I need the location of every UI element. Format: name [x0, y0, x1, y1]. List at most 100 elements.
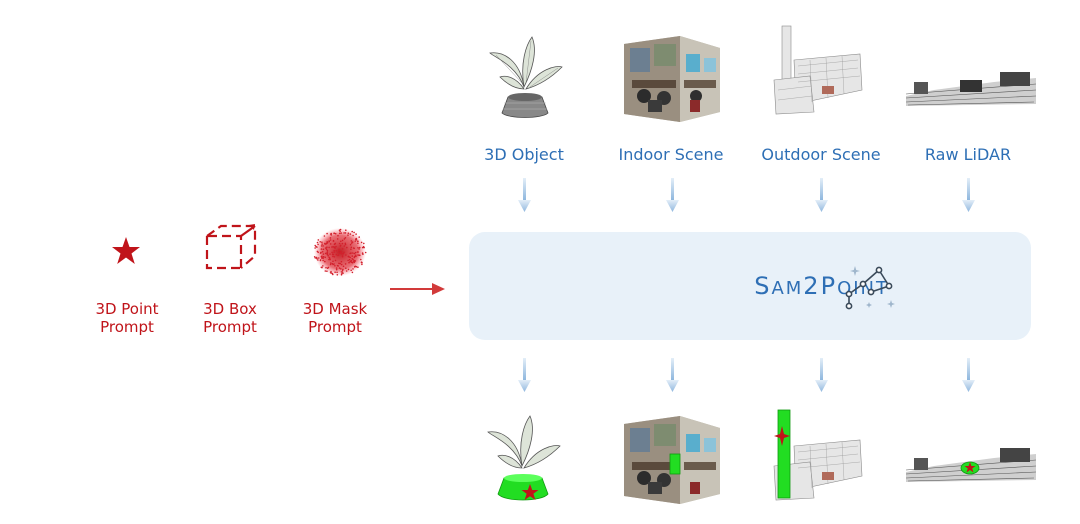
mask-point	[338, 262, 340, 265]
mask-point	[320, 248, 323, 250]
mask-point	[350, 248, 352, 250]
mask-point	[330, 262, 332, 264]
mask-point	[334, 247, 336, 249]
mask-point	[326, 267, 329, 269]
mask-point	[357, 266, 359, 268]
mask-point	[352, 252, 354, 254]
mask-point	[334, 271, 336, 273]
dashed-box-icon	[205, 224, 257, 270]
mask-point	[344, 232, 347, 234]
mask-point	[334, 232, 337, 235]
mask-point	[316, 241, 319, 244]
mask-point	[340, 260, 343, 263]
mask-point	[341, 255, 344, 257]
mask-point	[324, 270, 327, 272]
mask-point	[332, 239, 335, 242]
mask-point	[354, 265, 356, 268]
down-arrow-icon	[518, 178, 531, 212]
mask-point	[329, 253, 331, 255]
mask-point	[348, 258, 351, 261]
mask-point	[329, 243, 332, 245]
mask-point	[322, 248, 325, 251]
mask-point	[324, 252, 327, 255]
input-label-outdoor-scene: Outdoor Scene	[761, 145, 881, 164]
mask-point	[323, 235, 326, 237]
mask-point	[337, 251, 340, 254]
mask-point	[347, 259, 349, 262]
mask-point	[332, 273, 334, 276]
prompt-line: Prompt	[100, 318, 154, 336]
mask-point	[345, 229, 347, 231]
mask-point	[331, 262, 334, 265]
input-label-3d-object: 3D Object	[484, 145, 564, 164]
mask-point	[340, 274, 343, 276]
mask-point	[347, 255, 350, 258]
mask-point	[346, 246, 348, 249]
mask-point	[340, 232, 342, 234]
mask-point	[350, 246, 353, 249]
model-panel: SAM2POINT	[469, 232, 1031, 340]
plant-object-thumbnail	[489, 36, 563, 118]
mask-point	[354, 251, 357, 254]
mask-point	[340, 263, 343, 266]
mask-point	[335, 268, 338, 271]
mask-point	[332, 255, 334, 258]
mask-point	[342, 268, 344, 271]
mask-point	[364, 251, 367, 254]
mask-point	[341, 239, 344, 242]
prompt-arrow	[390, 283, 445, 295]
title-part: AM	[771, 278, 804, 299]
point-prompt-label: 3D Point Prompt	[82, 300, 172, 336]
mask-point	[343, 251, 345, 254]
mask-point	[321, 243, 323, 245]
mask-point	[329, 239, 332, 241]
mask-point	[326, 253, 329, 256]
box-prompt-label: 3D Box Prompt	[185, 300, 275, 336]
mask-point	[358, 248, 360, 250]
title-part: P	[820, 272, 838, 300]
mask-point	[334, 259, 337, 262]
mask-point	[324, 242, 326, 245]
mask-point	[338, 267, 341, 269]
mask-point	[341, 253, 343, 255]
model-title: SAM2POINT	[469, 232, 889, 340]
mask-point	[337, 254, 339, 257]
mask-point	[322, 265, 324, 267]
mask-point	[338, 232, 341, 235]
mask-point	[321, 241, 323, 243]
constellation-icon	[845, 266, 895, 310]
indoor-scene-thumbnail	[624, 36, 720, 122]
mask-point	[320, 245, 323, 247]
mask-point	[338, 248, 340, 251]
mask-point	[347, 232, 350, 234]
mask-prompt-label: 3D Mask Prompt	[290, 300, 380, 336]
mask-point	[352, 234, 354, 237]
mask-point	[336, 264, 339, 267]
mask-point	[360, 258, 362, 261]
mask-point	[350, 259, 353, 262]
mask-point	[357, 254, 359, 256]
mask-point	[317, 257, 320, 259]
mask-point	[357, 242, 359, 244]
mask-point	[353, 231, 355, 234]
mask-point	[340, 250, 342, 253]
mask-point	[325, 266, 327, 269]
mask-point	[350, 242, 353, 244]
mask-point	[344, 263, 347, 265]
mask-point	[342, 265, 345, 268]
mask-point	[336, 271, 338, 274]
mask-point	[316, 250, 319, 253]
mask-point	[349, 260, 351, 263]
mask-point	[342, 272, 344, 274]
mask-point	[332, 253, 334, 256]
mask-point	[333, 232, 335, 235]
mask-point	[328, 258, 330, 261]
mask-point	[345, 254, 347, 256]
mask-point	[358, 246, 361, 249]
mask-point	[343, 238, 346, 240]
indoor-scene-output-thumbnail	[624, 416, 720, 504]
mask-point	[322, 253, 325, 255]
mask-point	[352, 258, 354, 261]
mask-point	[335, 267, 338, 269]
mask-point	[328, 256, 330, 259]
